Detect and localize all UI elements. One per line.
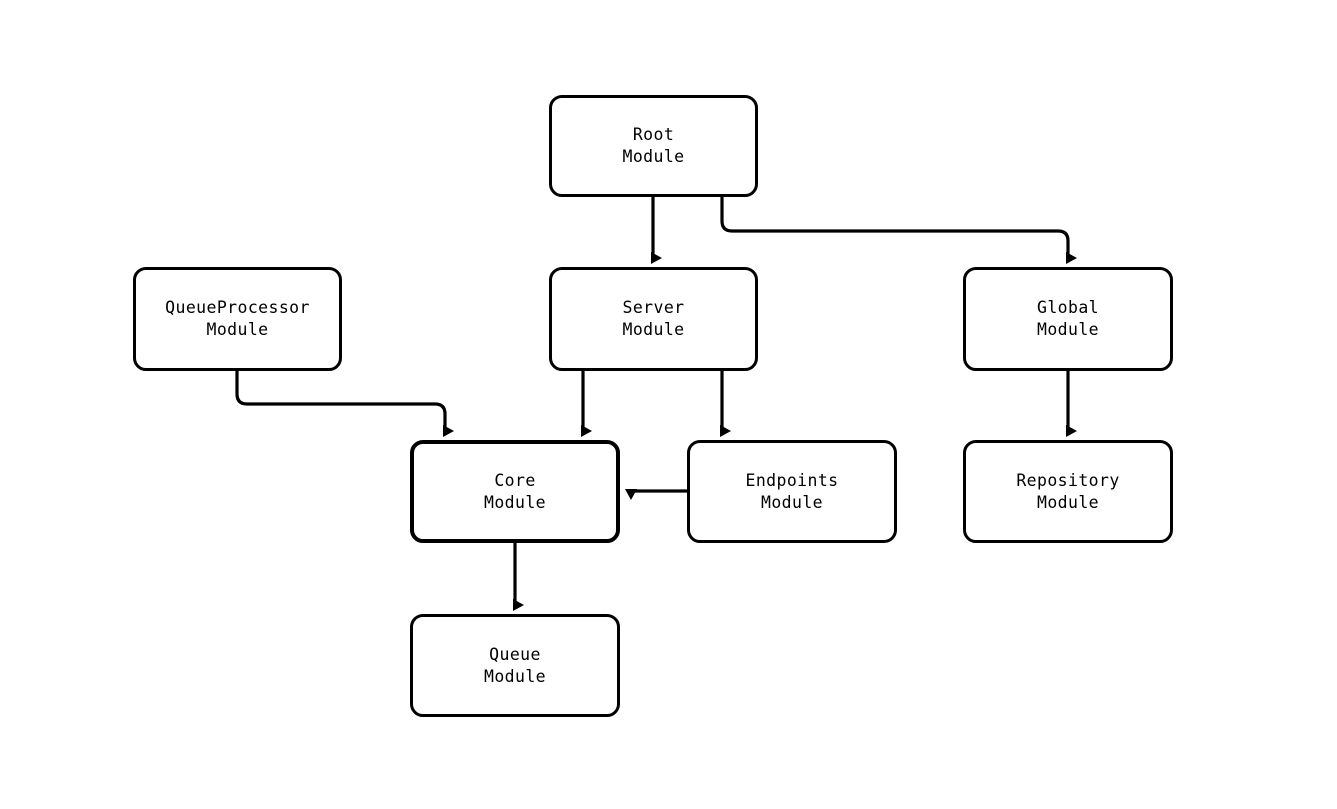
node-core-module-label: Core Module (483, 470, 546, 512)
node-endpoints-module[interactable]: Endpoints Module (687, 440, 897, 543)
node-queueprocessor-module[interactable]: QueueProcessor Module (133, 267, 342, 371)
node-server-module[interactable]: Server Module (549, 267, 758, 371)
node-server-module-label: Server Module (622, 298, 685, 339)
node-queue-module[interactable]: Queue Module (410, 614, 620, 717)
edge-group (235, 197, 1077, 611)
node-global-module[interactable]: Global Module (963, 267, 1173, 371)
node-repository-module[interactable]: Repository Module (963, 440, 1173, 543)
edge-root-to-global (720, 197, 1077, 264)
edge-queueprocessor-to-core (235, 371, 454, 437)
node-core-module[interactable]: Core Module (410, 440, 620, 543)
node-queue-module-label: Queue Module (483, 644, 546, 686)
node-endpoints-module-label: Endpoints Module (745, 470, 839, 512)
node-repository-module-label: Repository Module (1016, 470, 1120, 512)
node-root-module-label: Root Module (622, 125, 685, 166)
node-queueprocessor-module-label: QueueProcessor Module (165, 298, 310, 339)
node-root-module[interactable]: Root Module (549, 95, 758, 197)
node-global-module-label: Global Module (1036, 298, 1099, 339)
